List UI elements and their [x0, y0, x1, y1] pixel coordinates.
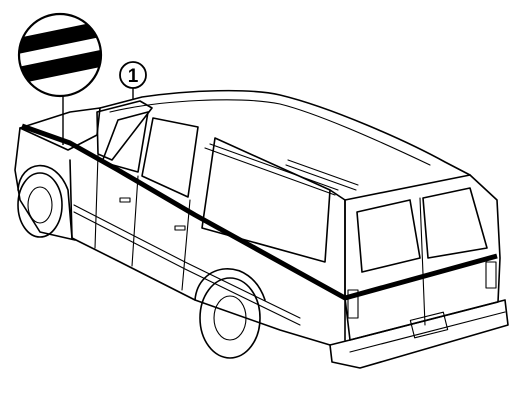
- windshield: [96, 100, 153, 161]
- rear-door-front-edge: [131, 175, 139, 267]
- roof-rack-right-2: [287, 159, 359, 186]
- rear-bumper: [329, 299, 509, 369]
- rear-window-left: [356, 199, 421, 273]
- tail-light-left: [347, 289, 359, 319]
- side-stripe: [21, 123, 498, 301]
- body-molding: [73, 204, 301, 319]
- rear-door-rear-edge: [181, 199, 191, 291]
- rear-wheel: [199, 277, 261, 359]
- body-lower-side: [69, 159, 331, 346]
- callout-1: 1: [119, 61, 147, 100]
- window-rear-door: [141, 117, 199, 198]
- roof-outline: [99, 89, 471, 176]
- callout-label: 1: [128, 66, 139, 87]
- body-molding-2: [73, 211, 301, 326]
- roof-inner-edge: [109, 99, 431, 166]
- hood-outline: [19, 107, 101, 151]
- rear-wheel-arch: [194, 268, 266, 301]
- roof-rack-left-2: [209, 143, 339, 191]
- body-front-side: [14, 127, 76, 241]
- rear-wheel-hub: [213, 295, 247, 341]
- front-door-line: [94, 154, 99, 249]
- front-wheel: [17, 172, 63, 238]
- rear-bumper-line: [349, 311, 506, 353]
- front-wheel-arch: [17, 164, 73, 239]
- stripe-detail-icon: [17, 12, 103, 98]
- rear-pillar: [329, 189, 346, 341]
- roof-rack-left: [204, 147, 336, 196]
- front-wheel-hub: [27, 186, 53, 224]
- rear-body-outline: [344, 174, 501, 341]
- vehicle-illustration: [14, 89, 509, 369]
- rear-window-right: [422, 187, 488, 259]
- roof-rack-right: [285, 164, 357, 191]
- rear-door-seam: [419, 197, 426, 326]
- license-plate: [409, 311, 449, 339]
- front-door-handle: [119, 197, 131, 203]
- window-front-door: [101, 111, 149, 173]
- window-cargo: [201, 137, 331, 263]
- rear-door-handle: [174, 225, 186, 231]
- tail-light-right: [485, 261, 497, 289]
